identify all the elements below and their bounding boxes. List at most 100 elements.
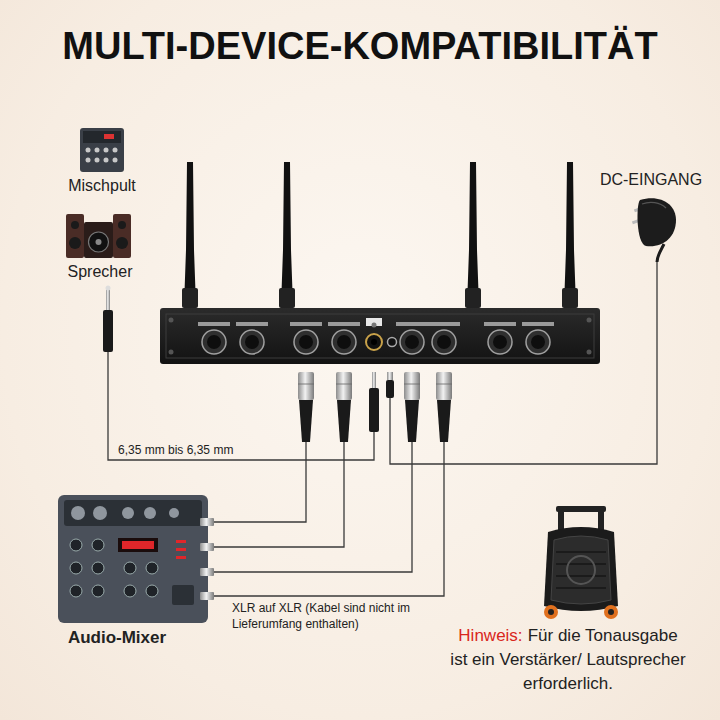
pa-speaker bbox=[608, 609, 614, 615]
receiver bbox=[198, 322, 230, 326]
mixer-icon bbox=[104, 148, 109, 153]
note-flag: Hinweis: bbox=[458, 626, 522, 645]
jack-plug bbox=[369, 372, 394, 432]
receiver bbox=[160, 308, 600, 364]
xlr-plug bbox=[337, 400, 351, 442]
receiver bbox=[328, 322, 360, 326]
mixer-icon bbox=[80, 128, 124, 172]
device-box: DC-EINGANG bbox=[590, 170, 712, 189]
antenna bbox=[182, 288, 198, 308]
icon-space bbox=[50, 206, 150, 262]
receiver bbox=[202, 330, 550, 354]
power-adapter bbox=[657, 244, 664, 262]
wire bbox=[214, 442, 444, 596]
power-adapter bbox=[642, 202, 666, 208]
xlr-plug bbox=[298, 372, 314, 400]
speaker-icon bbox=[71, 221, 79, 229]
xlr-plug bbox=[436, 372, 452, 400]
jack-plug bbox=[386, 380, 394, 398]
receiver bbox=[337, 335, 351, 349]
speaker-icon bbox=[66, 214, 131, 258]
mixer-icon bbox=[83, 131, 121, 143]
antenna bbox=[467, 162, 479, 306]
audio-mixer bbox=[169, 508, 179, 518]
audio-mixer bbox=[92, 585, 104, 597]
audio-mixer bbox=[71, 506, 85, 520]
jack-plug bbox=[372, 372, 376, 388]
audio-mixer bbox=[200, 592, 214, 600]
audio-mixer bbox=[176, 548, 186, 551]
icon-space bbox=[52, 122, 152, 176]
audio-mixer bbox=[122, 507, 134, 519]
audio-mixer bbox=[64, 500, 202, 526]
receiver bbox=[432, 330, 456, 354]
receiver bbox=[493, 335, 507, 349]
receiver bbox=[484, 322, 516, 326]
mixer-icon bbox=[86, 148, 118, 163]
receiver bbox=[400, 330, 424, 354]
receiver bbox=[299, 335, 313, 349]
pa-speaker bbox=[556, 587, 606, 589]
receiver bbox=[587, 318, 592, 323]
audio-mixer bbox=[92, 562, 104, 574]
pa-speaker bbox=[556, 506, 606, 512]
receiver bbox=[371, 339, 377, 345]
jack-plug bbox=[103, 310, 113, 352]
device-box: Mischpult bbox=[52, 122, 152, 195]
receiver bbox=[526, 330, 550, 354]
jack-plug bbox=[106, 288, 110, 310]
receiver bbox=[290, 322, 322, 326]
pa-speaker bbox=[556, 551, 606, 553]
xlr-plug bbox=[298, 372, 452, 442]
jack-plug bbox=[103, 286, 113, 353]
power-adapter bbox=[638, 198, 676, 246]
audio-mixer bbox=[70, 562, 82, 574]
pa-speaker bbox=[544, 605, 558, 619]
xlr-plug bbox=[336, 372, 352, 400]
receiver bbox=[522, 322, 554, 326]
xlr-plug bbox=[299, 400, 313, 442]
audio-mixer bbox=[70, 585, 82, 597]
audio-mixer bbox=[92, 539, 104, 551]
audio-mixer bbox=[146, 562, 158, 574]
pa-speaker bbox=[556, 563, 606, 565]
audio-mixer bbox=[176, 540, 186, 559]
audio-mixer bbox=[200, 518, 214, 526]
audio-mixer bbox=[176, 556, 186, 559]
receiver bbox=[372, 323, 377, 328]
audio-mixer bbox=[172, 585, 194, 605]
antenna bbox=[184, 162, 196, 306]
receiver bbox=[207, 335, 545, 349]
audio-mixer bbox=[124, 585, 136, 597]
pa-speaker bbox=[556, 552, 606, 588]
cable-note: 6,35 mm bis 6,35 mm bbox=[118, 443, 328, 459]
antenna bbox=[281, 162, 293, 306]
receiver bbox=[202, 330, 226, 354]
receiver bbox=[169, 318, 174, 323]
device-label: DC-EINGANG bbox=[590, 170, 712, 189]
speaker-icon bbox=[116, 237, 128, 249]
audio-mixer bbox=[70, 539, 158, 597]
pa-speaker bbox=[544, 506, 618, 619]
mixer-icon bbox=[95, 148, 100, 153]
pa-speaker bbox=[556, 575, 606, 577]
speaker-icon bbox=[118, 221, 126, 229]
audio-mixer bbox=[58, 495, 214, 623]
mixer-icon bbox=[113, 158, 118, 163]
device-box: Audio-Mixer bbox=[52, 493, 182, 648]
jack-plug bbox=[369, 388, 379, 432]
audio-mixer bbox=[176, 540, 186, 543]
audio-mixer bbox=[122, 541, 154, 549]
receiver bbox=[207, 335, 221, 349]
antenna bbox=[279, 288, 295, 308]
xlr-plug bbox=[437, 400, 451, 442]
audio-mixer bbox=[93, 506, 107, 520]
device-label: Mischpult bbox=[52, 176, 152, 195]
jack-plug bbox=[106, 286, 111, 291]
pa-speaker bbox=[548, 609, 554, 615]
receiver bbox=[240, 330, 264, 354]
receiver bbox=[294, 330, 318, 354]
xlr-plug bbox=[436, 384, 452, 385]
mixer-icon bbox=[86, 148, 91, 153]
